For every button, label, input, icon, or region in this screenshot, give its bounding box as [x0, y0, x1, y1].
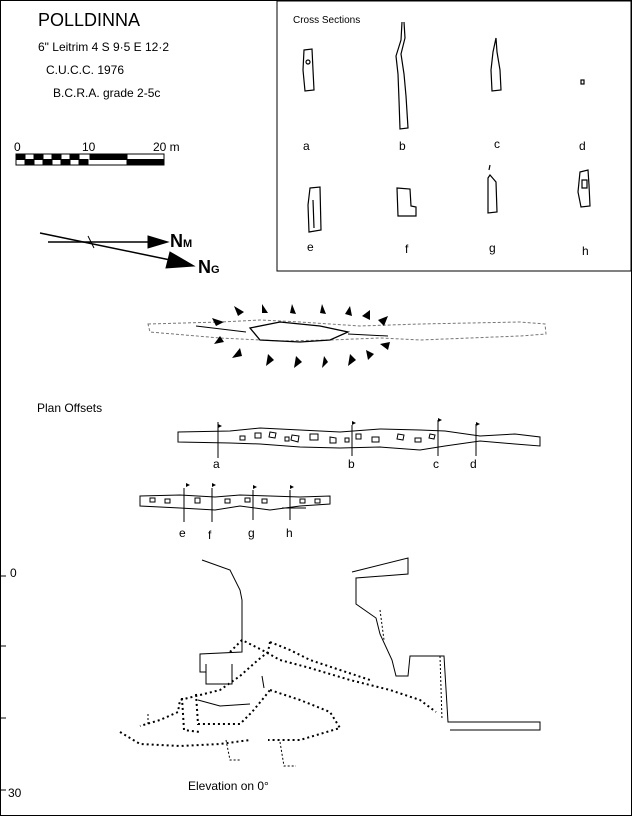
plan-label-c: c [433, 457, 439, 471]
plan-offsets-lower [139, 488, 331, 522]
cave-elevation [0, 557, 541, 791]
scale-label-0: 0 [14, 140, 21, 154]
scale-label-20: 20 m [153, 140, 180, 154]
xs-label-c: c [494, 137, 500, 151]
depth-label-0: 0 [10, 566, 17, 580]
plan-label-h: h [286, 526, 293, 540]
scale-label-10: 10 [82, 140, 96, 154]
survey-club: C.U.C.C. 1976 [46, 63, 125, 77]
cross-sections-box [276, 0, 632, 272]
elevation-title: Elevation on 0° [188, 779, 269, 793]
xs-label-d: d [579, 139, 586, 153]
plan-label-f: f [208, 528, 212, 542]
xs-label-b: b [399, 139, 406, 153]
xs-label-e: e [307, 240, 314, 254]
xs-label-a: a [303, 139, 310, 153]
plan-label-g: g [248, 526, 255, 540]
cross-sections-title: Cross Sections [293, 15, 361, 26]
plan-label-a: a [213, 457, 220, 471]
depression-hachures [212, 304, 390, 368]
plan-offset-flags [186, 418, 480, 489]
xs-label-g: g [489, 241, 496, 255]
xs-label-f: f [405, 242, 409, 256]
plan-label-d: d [470, 457, 477, 471]
grid-reference: 6" Leitrim 4 S 9·5 E 12·2 [38, 40, 169, 54]
plan-offsets-upper [177, 420, 541, 458]
xs-label-h: h [582, 244, 589, 258]
grid-north-label: NG [198, 257, 220, 277]
cross-section-sketches [302, 21, 591, 233]
plan-label-b: b [348, 457, 355, 471]
map-title: POLLDINNA [38, 10, 141, 30]
survey-grade: B.C.R.A. grade 2-5c [53, 86, 161, 100]
depth-label-30: 30 [8, 786, 22, 800]
plan-label-e: e [179, 526, 186, 540]
plan-offsets-title: Plan Offsets [37, 401, 103, 415]
cave-plan [147, 319, 547, 343]
scale-bar [15, 153, 165, 166]
north-arrow [39, 232, 196, 269]
magnetic-north-label: NM [170, 231, 193, 251]
